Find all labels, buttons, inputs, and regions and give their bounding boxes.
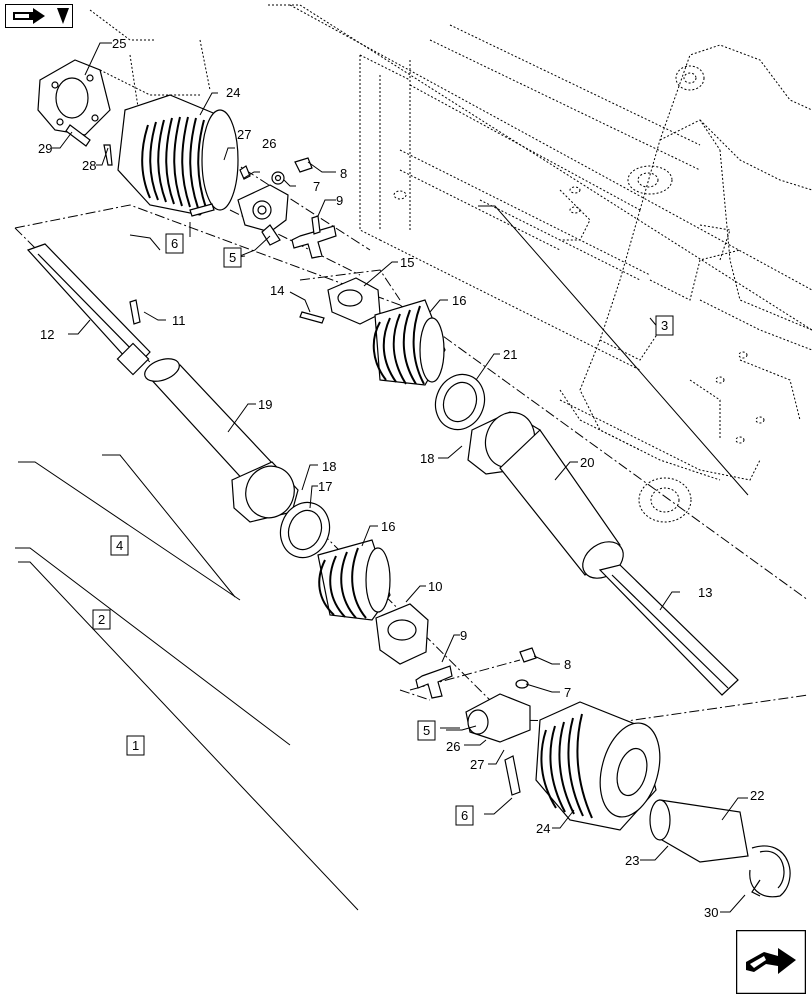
callout-17: 17 <box>318 479 332 494</box>
box-1 <box>126 735 145 756</box>
box-6-upper-text: 6 <box>171 236 178 251</box>
callout-26-upper: 26 <box>262 136 276 151</box>
box-1-text: 1 <box>132 738 139 753</box>
boxed-label-texts: 6 5 3 4 2 1 5 6 <box>98 236 668 823</box>
callout-28: 28 <box>82 158 96 173</box>
callout-27-lower: 27 <box>470 757 484 772</box>
callout-13: 13 <box>698 585 712 600</box>
callout-7-upper: 7 <box>313 179 320 194</box>
callout-24-lower: 24 <box>536 821 550 836</box>
callout-labels: 25 24 29 28 27 26 8 7 9 15 14 16 12 11 2… <box>38 36 764 920</box>
box-6-lower <box>455 805 474 826</box>
folded-arrow-forward-icon <box>735 929 807 995</box>
callout-8-lower: 8 <box>564 657 571 672</box>
folded-arrow-back-icon <box>5 4 73 28</box>
box-5-lower-text: 5 <box>423 723 430 738</box>
callout-18-upper: 18 <box>420 451 434 466</box>
nut-part-8-upper <box>294 157 313 173</box>
callout-16-upper: 16 <box>452 293 466 308</box>
bellow-ribs-lower <box>318 547 367 619</box>
group-bracket-lines <box>15 205 749 911</box>
callout-11: 11 <box>172 313 186 328</box>
callout-20: 20 <box>580 455 594 470</box>
cross-journal-lower <box>415 665 453 699</box>
callout-16-lower: 16 <box>381 519 395 534</box>
box-5-upper <box>223 247 242 268</box>
callout-30: 30 <box>704 905 718 920</box>
previous-page-button[interactable] <box>5 4 73 28</box>
box-2-text: 2 <box>98 612 105 627</box>
callout-21: 21 <box>503 347 517 362</box>
bolt-part-28 <box>103 144 113 166</box>
boxed-labels <box>92 233 674 826</box>
callout-9-upper: 9 <box>336 193 343 208</box>
callout-24-upper: 24 <box>226 85 240 100</box>
callout-12: 12 <box>40 327 54 342</box>
callout-15: 15 <box>400 255 414 270</box>
callout-10: 10 <box>428 579 442 594</box>
flange-hub <box>55 77 89 119</box>
bell-housing-ribs-upper <box>141 116 207 209</box>
pin-part-6-upper <box>189 203 215 217</box>
pin-part-14 <box>299 311 325 324</box>
pin-part-11 <box>129 299 141 325</box>
box-5-upper-text: 5 <box>229 250 236 265</box>
callout-27-upper: 27 <box>237 127 251 142</box>
callout-14: 14 <box>270 283 284 298</box>
box-6-lower-text: 6 <box>461 808 468 823</box>
callout-8-upper: 8 <box>340 166 347 181</box>
callout-22: 22 <box>750 788 764 803</box>
callout-29: 29 <box>38 141 52 156</box>
box-3 <box>655 315 674 336</box>
sleeve-part-22 <box>659 799 749 863</box>
callout-25: 25 <box>112 36 126 51</box>
bolt-part-29 <box>65 124 91 147</box>
chassis-frame <box>89 4 812 523</box>
upper-drive-assembly <box>26 59 791 898</box>
bell-housing-ribs-lower <box>540 713 593 819</box>
box-5-lower <box>417 720 436 741</box>
tube-part-20 <box>499 429 621 576</box>
box-6-upper <box>165 233 184 254</box>
box-2 <box>92 609 111 630</box>
cross-journal-upper <box>291 225 337 259</box>
box-3-text: 3 <box>661 318 668 333</box>
callout-leaders <box>52 42 748 913</box>
callout-9-lower: 9 <box>460 628 467 643</box>
pin-part-6-lower <box>504 755 521 796</box>
box-4-text: 4 <box>116 538 123 553</box>
callout-23: 23 <box>625 853 639 868</box>
box-4 <box>110 535 129 556</box>
washer-part-7-lower <box>515 679 529 689</box>
nut-part-8-lower <box>519 647 537 663</box>
callout-7-lower: 7 <box>564 685 571 700</box>
bellow-ribs-upper <box>372 305 425 385</box>
next-page-button[interactable] <box>735 929 807 995</box>
callout-26-lower: 26 <box>446 739 460 754</box>
callout-19: 19 <box>258 397 272 412</box>
callout-18-lower: 18 <box>322 459 336 474</box>
